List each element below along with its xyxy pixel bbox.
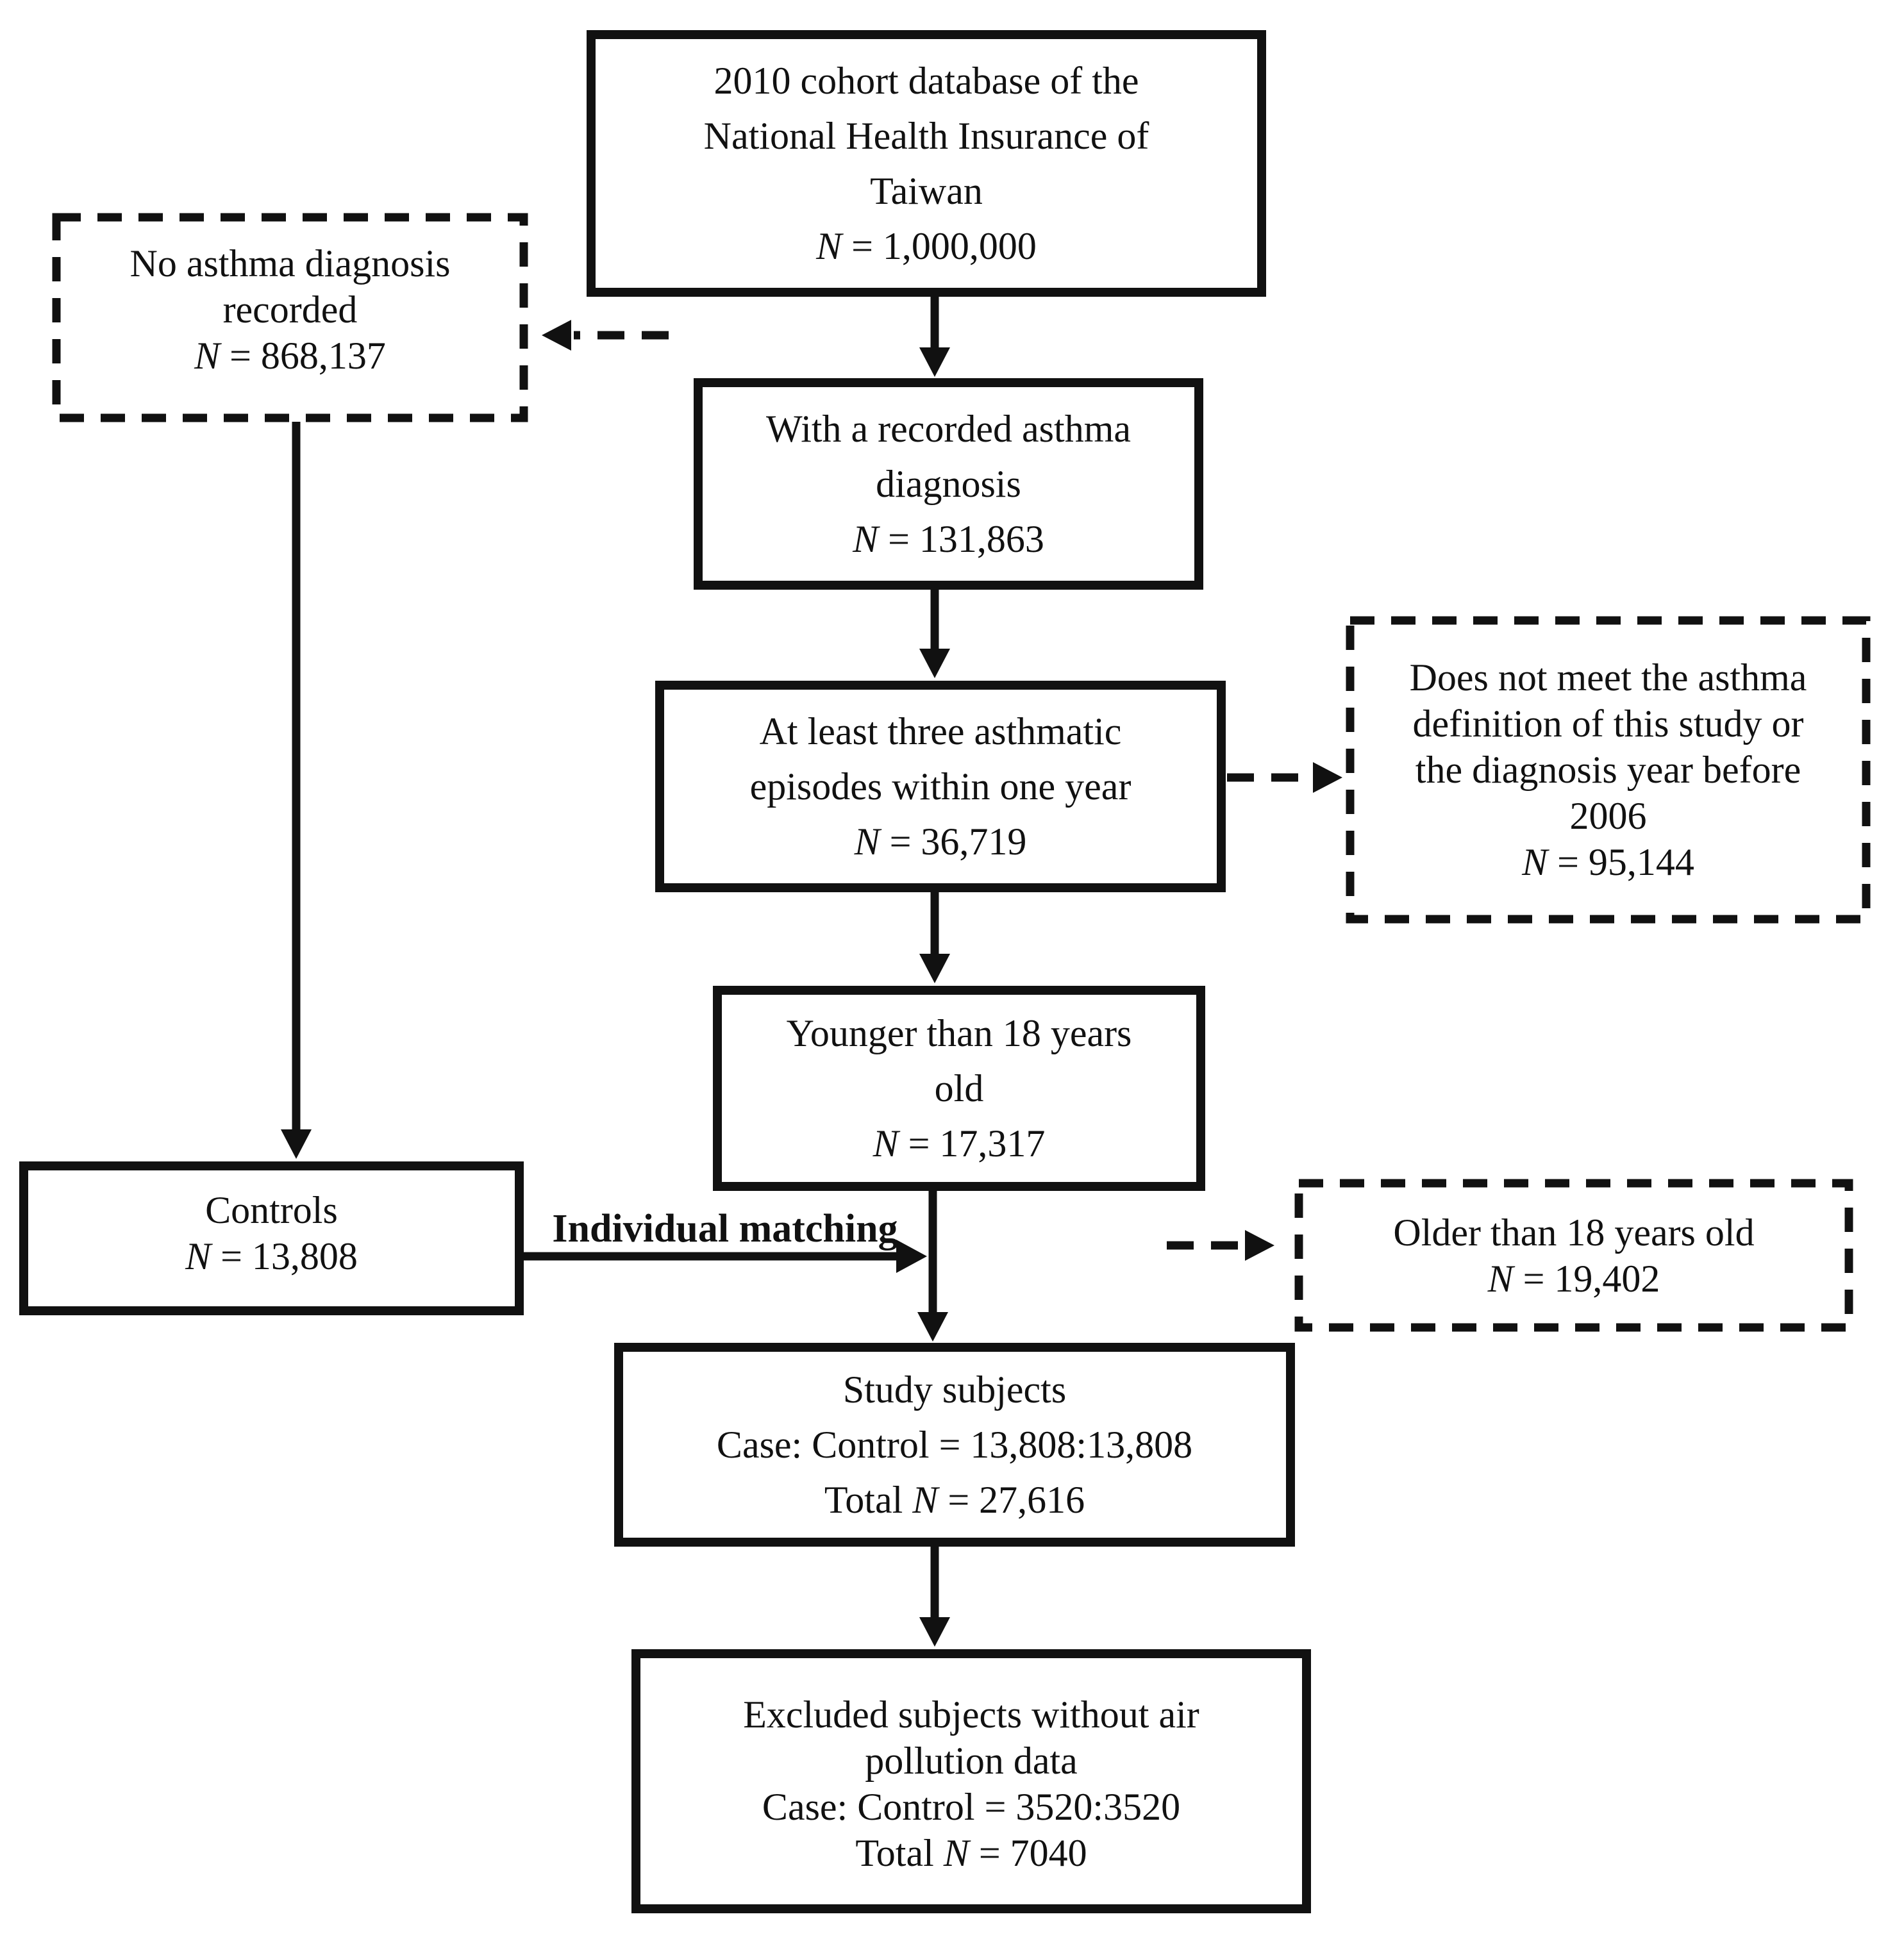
box-line: 2006 bbox=[1569, 795, 1647, 837]
box-line: Older than 18 years old bbox=[1393, 1211, 1755, 1254]
arrowhead-down bbox=[917, 1312, 948, 1342]
arrowhead-down bbox=[919, 954, 950, 983]
arrow-cohort-to-recorded bbox=[919, 297, 950, 377]
n-symbol: N bbox=[912, 1479, 939, 1521]
arrow-no-asthma-to-controls bbox=[281, 422, 312, 1159]
box-line: No asthma diagnosis bbox=[129, 242, 451, 285]
dashed-arrow-to-not-meet bbox=[1227, 762, 1342, 793]
not-meet-box-border bbox=[1346, 616, 1871, 924]
box-line: Younger than 18 years bbox=[786, 1012, 1132, 1054]
n-symbol: N bbox=[873, 1122, 899, 1165]
box-line: recorded bbox=[222, 288, 358, 331]
box-line: pollution data bbox=[865, 1740, 1078, 1782]
recorded-diagnosis-box: With a recorded asthma diagnosis N = 131… bbox=[694, 378, 1203, 590]
box-line: National Health Insurance of bbox=[703, 115, 1149, 157]
arrowhead-down bbox=[919, 649, 950, 678]
box-n-line: N = 95,144 bbox=[1522, 841, 1694, 883]
excluded-box: Excluded subjects without air pollution … bbox=[631, 1649, 1311, 1913]
arrowhead-right bbox=[1313, 762, 1342, 793]
arrow-episodes-to-younger bbox=[919, 892, 950, 983]
box-line: Excluded subjects without air bbox=[743, 1693, 1199, 1736]
arrowhead-right bbox=[1245, 1230, 1274, 1261]
arrowhead-down bbox=[919, 1617, 950, 1647]
arrow-individual-matching bbox=[524, 1240, 927, 1273]
box-line: At least three asthmatic bbox=[759, 710, 1122, 752]
dashed-arrow-to-older bbox=[1167, 1230, 1274, 1261]
arrow-study-to-excluded bbox=[919, 1547, 950, 1647]
box-line: With a recorded asthma bbox=[765, 408, 1131, 450]
older-box-border bbox=[1294, 1179, 1853, 1332]
box-line: 2010 cohort database of the bbox=[714, 60, 1139, 102]
box-line: definition of this study or bbox=[1412, 702, 1804, 745]
box-line: Does not meet the asthma bbox=[1409, 656, 1807, 699]
cohort-box: 2010 cohort database of the National Hea… bbox=[587, 30, 1266, 297]
n-symbol: N bbox=[1522, 841, 1548, 883]
episodes-box: At least three asthmatic episodes within… bbox=[655, 681, 1226, 892]
box-n-line: N = 1,000,000 bbox=[816, 225, 1037, 267]
arrowhead-right bbox=[896, 1240, 927, 1273]
no-asthma-box-border bbox=[52, 213, 528, 422]
study-subjects-box: Study subjects Case: Control = 13,808:13… bbox=[614, 1343, 1295, 1547]
n-symbol: N bbox=[943, 1832, 969, 1874]
box-n-line: N = 13,808 bbox=[185, 1235, 358, 1277]
box-line: Taiwan bbox=[870, 170, 983, 212]
box-line: the diagnosis year before bbox=[1415, 749, 1801, 791]
box-line: episodes within one year bbox=[749, 765, 1132, 808]
no-asthma-box: No asthma diagnosis recorded N = 868,137 bbox=[53, 213, 528, 406]
box-line: old bbox=[934, 1067, 984, 1110]
n-symbol: N bbox=[816, 225, 842, 267]
dashed-arrow-to-no-asthma bbox=[542, 320, 669, 351]
box-line: Controls bbox=[205, 1189, 338, 1231]
controls-box: Controls N = 13,808 bbox=[19, 1161, 524, 1315]
box-n-line: Total N = 7040 bbox=[855, 1832, 1087, 1874]
younger-box: Younger than 18 years old N = 17,317 bbox=[713, 986, 1205, 1191]
n-symbol: N bbox=[185, 1235, 212, 1277]
box-line: Case: Control = 3520:3520 bbox=[762, 1786, 1181, 1828]
older-box: Older than 18 years old N = 19,402 bbox=[1295, 1179, 1853, 1331]
box-n-line: N = 36,719 bbox=[854, 820, 1027, 863]
arrow-recorded-to-episodes bbox=[919, 590, 950, 678]
box-n-line: N = 868,137 bbox=[194, 335, 386, 377]
arrowhead-left bbox=[542, 320, 571, 351]
box-line: diagnosis bbox=[876, 463, 1021, 505]
n-symbol: N bbox=[853, 518, 879, 560]
box-line: Case: Control = 13,808:13,808 bbox=[716, 1424, 1193, 1466]
not-meet-definition-box: Does not meet the asthma definition of t… bbox=[1346, 617, 1870, 923]
box-line: Study subjects bbox=[842, 1368, 1067, 1411]
box-n-line: N = 19,402 bbox=[1487, 1257, 1660, 1300]
n-symbol: N bbox=[1487, 1257, 1514, 1300]
arrowhead-down bbox=[919, 347, 950, 377]
arrowhead-down bbox=[281, 1129, 312, 1159]
n-symbol: N bbox=[194, 335, 221, 377]
n-symbol: N bbox=[854, 820, 880, 863]
arrow-younger-to-study bbox=[917, 1191, 948, 1342]
box-n-line: N = 17,317 bbox=[873, 1122, 1046, 1165]
box-n-line: Total N = 27,616 bbox=[824, 1479, 1085, 1521]
individual-matching-label: Individual matching bbox=[552, 1207, 898, 1251]
box-n-line: N = 131,863 bbox=[853, 518, 1044, 560]
